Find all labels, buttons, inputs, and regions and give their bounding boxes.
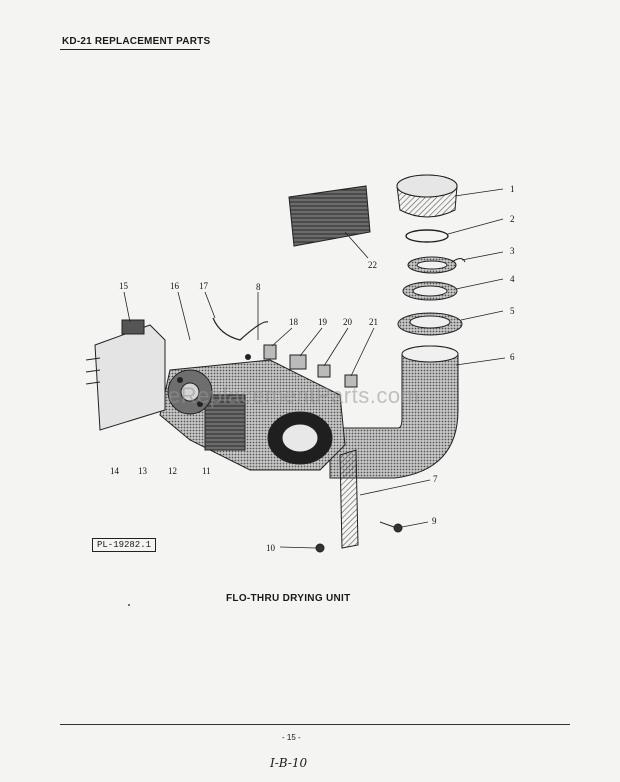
watermark-logo: eReplacementParts.com (168, 383, 420, 408)
filter-screen-part (288, 185, 371, 259)
callout-17: 17 (199, 281, 208, 291)
callout-11: 11 (202, 466, 211, 476)
base-flange-part (397, 310, 504, 336)
callout-8: 8 (256, 282, 261, 292)
clamp-ring-part (407, 251, 504, 274)
callout-22: 22 (368, 260, 377, 270)
leader-lines (123, 291, 375, 377)
callout-21: 21 (369, 317, 378, 327)
callout-16: 16 (170, 281, 179, 291)
callout-18: 18 (289, 317, 298, 327)
callout-2: 2 (510, 214, 515, 224)
cap-part (396, 174, 504, 218)
speck-mark (128, 604, 130, 606)
callout-14: 14 (110, 466, 119, 476)
callout-15: 15 (119, 281, 128, 291)
callout-6: 6 (510, 352, 515, 362)
mounting-bracket-part (85, 319, 166, 431)
gasket-ring-part (405, 218, 504, 243)
plate-id-label: PL-19282.1 (92, 538, 157, 552)
page-number: - 15 - (282, 733, 301, 742)
vent-panel-part (339, 449, 431, 549)
callout-12: 12 (168, 466, 177, 476)
header-divider (60, 49, 200, 50)
callout-20: 20 (343, 317, 352, 327)
diagram-caption: FLO-THRU DRYING UNIT (226, 593, 351, 604)
screw-part (379, 521, 429, 533)
callout-7: 7 (433, 474, 438, 484)
hardware-parts (263, 344, 358, 388)
handwritten-reference: I-B-10 (270, 756, 308, 770)
callout-19: 19 (318, 317, 327, 327)
callout-10: 10 (266, 543, 275, 553)
callout-1: 1 (510, 184, 515, 194)
callout-5: 5 (510, 306, 515, 316)
callout-4: 4 (510, 274, 515, 284)
wire-harness-part (212, 317, 269, 360)
header-title: KD-21 REPLACEMENT PARTS (62, 36, 211, 47)
elbow-duct-part (329, 345, 506, 479)
collar-part (402, 278, 504, 301)
callout-13: 13 (138, 466, 147, 476)
callout-9: 9 (432, 516, 437, 526)
blower-assembly (159, 359, 346, 471)
bolt-part (279, 543, 325, 553)
callout-3: 3 (510, 246, 515, 256)
footer-divider (60, 724, 570, 725)
